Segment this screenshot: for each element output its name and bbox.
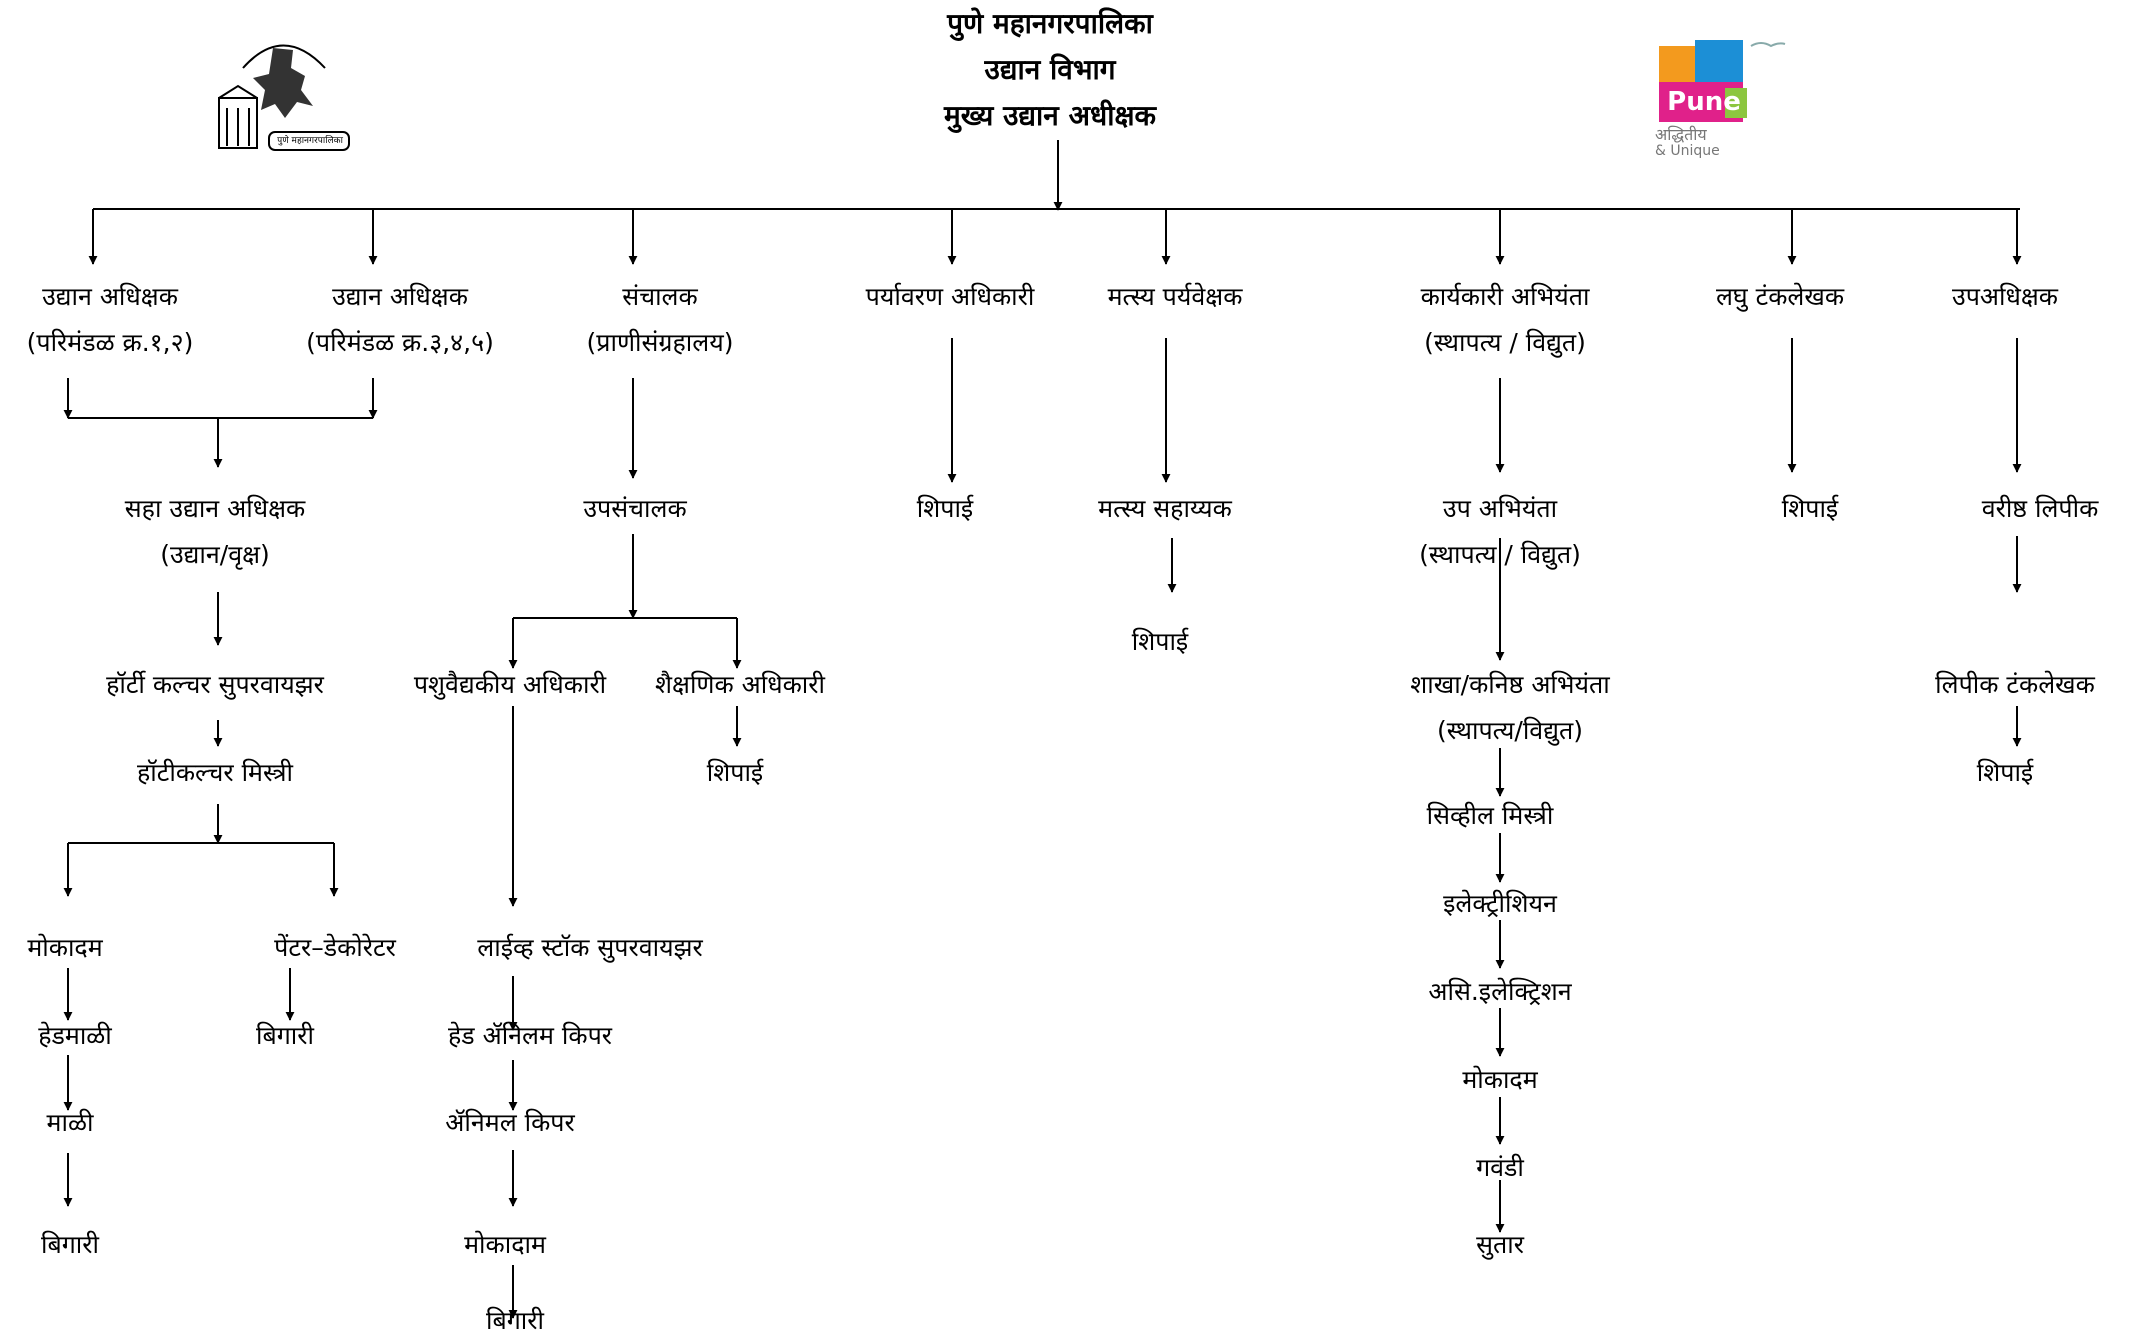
- node-sublabel: (उद्यान/वृक्ष): [160, 540, 270, 569]
- node-up-abhiyanta: उप अभियंता (स्थापत्य / विद्युत): [1390, 486, 1610, 578]
- node-pashuvaidyakiya-adhikari: पशुवैद्यकीय अधिकारी: [380, 662, 640, 708]
- node-label: शिपाई: [706, 758, 764, 787]
- pmc-logo: पुणे महानगरपालिका: [213, 28, 353, 160]
- org-title-line2: उद्यान विभाग: [984, 53, 1116, 86]
- node-label: लिपीक टंकलेखक: [1935, 670, 2095, 699]
- node-horti-supervisor: हॉर्टी कल्चर सुपरवायझर: [85, 662, 345, 708]
- node-label: मोकादाम: [464, 1230, 546, 1259]
- node-label: सहा उद्यान अधिक्षक: [124, 494, 306, 523]
- node-udyan-adhikshak-2: उद्यान अधिक्षक (परिमंडळ क्र.३,४,५): [280, 274, 520, 366]
- node-bigari-painter: बिगारी: [235, 1013, 335, 1059]
- node-label: कार्यकारी अभियंता: [1420, 282, 1590, 311]
- node-label: लाईव्ह स्टॉक सुपरवायझर: [477, 933, 703, 962]
- pune-logo-word: Pune: [1667, 87, 1741, 117]
- node-label: हेड ॲनिलम किपर: [448, 1021, 612, 1050]
- node-civil-mistri: सिव्हील मिस्त्री: [1400, 793, 1580, 839]
- node-label: बिगारी: [485, 1306, 544, 1335]
- node-label: शिपाई: [1131, 627, 1189, 656]
- pune-logo-tagline-english: & Unique: [1655, 143, 1720, 159]
- node-label: शैक्षणिक अधिकारी: [655, 670, 825, 699]
- node-head-animal-keeper: हेड ॲनिलम किपर: [420, 1013, 640, 1059]
- node-paryavaran-adhikari: पर्यावरण अधिकारी: [840, 274, 1060, 320]
- node-label: लघु टंकलेखक: [1715, 282, 1845, 311]
- node-label: उपसंचालक: [583, 494, 687, 523]
- node-mokadam-garden: मोकादम: [5, 925, 125, 971]
- pune-logo-tagline: अद्धितीय: [1655, 125, 1707, 144]
- node-label: उपअधिक्षक: [1952, 282, 2058, 311]
- node-matsya-paryavekshak: मत्स्य पर्यवेक्षक: [1070, 274, 1280, 320]
- node-sublabel: (परिमंडळ क्र.३,४,५): [306, 328, 494, 357]
- node-bigari-garden: बिगारी: [20, 1222, 120, 1268]
- node-upsanchalak: उपसंचालक: [545, 486, 725, 532]
- node-shaikshanik-adhikari: शैक्षणिक अधिकारी: [630, 662, 850, 708]
- node-sublabel: (प्राणीसंग्रहालय): [586, 328, 734, 357]
- node-udyan-adhikshak-1: उद्यान अधिक्षक (परिमंडळ क्र.१,२): [5, 274, 215, 366]
- node-label: ॲनिमल किपर: [445, 1108, 575, 1137]
- node-sublabel: (परिमंडळ क्र.१,२): [26, 328, 194, 357]
- node-laghu-tankalekhak: लघु टंकलेखक: [1690, 274, 1870, 320]
- node-label: मोकादम: [27, 933, 103, 962]
- node-label: हॉर्टी कल्चर सुपरवायझर: [106, 670, 324, 699]
- node-label: मत्स्य सहाय्यक: [1098, 494, 1232, 523]
- node-gavandi: गवंडी: [1450, 1145, 1550, 1191]
- node-karyakari-abhiyanta: कार्यकारी अभियंता (स्थापत्य / विद्युत): [1385, 274, 1625, 366]
- node-sublabel: (स्थापत्य / विद्युत): [1424, 328, 1586, 357]
- node-shipai-shaikshanik: शिपाई: [685, 750, 785, 796]
- node-shipai-matsya: शिपाई: [1110, 619, 1210, 665]
- node-label: असि.इलेक्ट्रिशन: [1428, 977, 1572, 1006]
- node-label: माळी: [46, 1108, 94, 1137]
- node-electrician: इलेक्ट्रीशियन: [1410, 881, 1590, 927]
- node-saha-udyan-adhikshak: सहा उद्यान अधिक्षक (उद्यान/वृक्ष): [95, 486, 335, 578]
- node-label: उप अभियंता: [1442, 494, 1558, 523]
- node-label: मोकादम: [1462, 1065, 1538, 1094]
- pune-unique-logo: Pune अद्धितीय & Unique: [1655, 36, 1795, 166]
- node-shipai-upadhikshak: शिपाई: [1955, 750, 2055, 796]
- node-shakha-abhiyanta: शाखा/कनिष्ठ अभियंता (स्थापत्य/विद्युत): [1370, 662, 1650, 754]
- org-title-line3: मुख्य उद्यान अधीक्षक: [943, 99, 1157, 132]
- node-mokadam-zoo: मोकादाम: [445, 1222, 565, 1268]
- node-label: पेंटर–डेकोरेटर: [274, 933, 396, 962]
- node-label: शिपाई: [916, 494, 974, 523]
- node-horticulture-mistri: हॉटीकल्चर मिस्त्री: [105, 750, 325, 796]
- node-shipai-laghu: शिपाई: [1760, 486, 1860, 532]
- node-livestock-supervisor: लाईव्ह स्टॉक सुपरवायझर: [430, 925, 750, 971]
- node-lipik-tankalekhak: लिपीक टंकलेखक: [1905, 662, 2125, 708]
- org-title-line1: पुणे महानगरपालिका: [947, 7, 1153, 40]
- node-hedmali: हेडमाळी: [15, 1013, 135, 1059]
- node-matsya-sahayyak: मत्स्य सहाय्यक: [1075, 486, 1255, 532]
- node-sutar: सुतार: [1450, 1222, 1550, 1268]
- node-label: सुतार: [1476, 1230, 1524, 1259]
- node-label: गवंडी: [1476, 1153, 1524, 1182]
- node-label: शिपाई: [1781, 494, 1839, 523]
- node-label: पर्यावरण अधिकारी: [865, 282, 1035, 311]
- node-label: उद्यान अधिक्षक: [42, 282, 178, 311]
- node-mali: माळी: [20, 1100, 120, 1146]
- node-label: उद्यान अधिक्षक: [332, 282, 468, 311]
- node-sublabel: (स्थापत्य / विद्युत): [1419, 540, 1581, 569]
- node-label: वरीष्ठ लिपीक: [1981, 494, 2099, 523]
- node-label: सिव्हील मिस्त्री: [1426, 801, 1554, 830]
- node-shipai-paryavaran: शिपाई: [895, 486, 995, 532]
- node-bigari-zoo: बिगारी: [465, 1298, 565, 1344]
- node-asst-electrician: असि.इलेक्ट्रिशन: [1400, 969, 1600, 1015]
- node-label: संचालक: [622, 282, 698, 311]
- node-label: इलेक्ट्रीशियन: [1443, 889, 1557, 918]
- node-label: बिगारी: [255, 1021, 314, 1050]
- node-label: शिपाई: [1976, 758, 2034, 787]
- node-sublabel: (स्थापत्य/विद्युत): [1437, 716, 1583, 745]
- node-animal-keeper: ॲनिमल किपर: [420, 1100, 600, 1146]
- node-label: मत्स्य पर्यवेक्षक: [1107, 282, 1243, 311]
- node-label: शाखा/कनिष्ठ अभियंता: [1410, 670, 1610, 699]
- node-label: हेडमाळी: [38, 1021, 112, 1050]
- node-label: हॉटीकल्चर मिस्त्री: [137, 758, 293, 787]
- node-painter-decorator: पेंटर–डेकोरेटर: [235, 925, 435, 971]
- node-varishtha-lipik: वरीष्ठ लिपीक: [1950, 486, 2130, 532]
- node-upadhikshak: उपअधिक्षक: [1925, 274, 2085, 320]
- node-sanchalak: संचालक (प्राणीसंग्रहालय): [540, 274, 780, 366]
- node-mokadam-engg: मोकादम: [1440, 1057, 1560, 1103]
- pmc-logo-banner-text: पुणे महानगरपालिका: [277, 136, 343, 146]
- node-label: पशुवैद्यकीय अधिकारी: [413, 670, 607, 699]
- node-label: बिगारी: [40, 1230, 99, 1259]
